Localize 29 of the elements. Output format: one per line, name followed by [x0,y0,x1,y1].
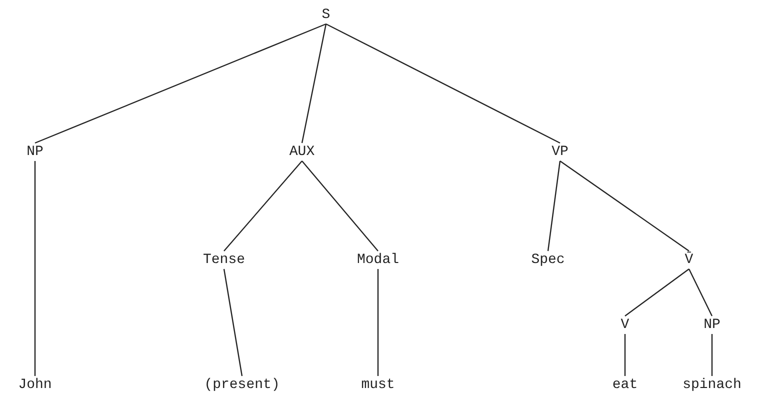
tree-node-label: NP [26,144,44,160]
tree-node-label: V̄ [684,252,694,268]
tree-node-label: V [620,317,630,333]
tree-node-label: Spec [530,252,566,268]
tree-branch-line [624,334,626,376]
tree-branch-line [624,268,690,316]
tree-branch-line [223,268,243,376]
tree-node-label: S [320,7,332,23]
tree-branch-line [301,24,327,144]
tree-branch-line [377,269,379,376]
tree-branch-line [688,268,713,316]
tree-node-label: VP [550,144,570,160]
tree-node-label: eat [611,377,639,393]
tree-branch-line [547,160,561,252]
tree-node-label: Modal [356,252,400,268]
tree-branch-line [34,161,36,376]
tree-branch-line [560,160,690,252]
tree-node-label: NP [702,317,722,333]
tree-node-label: Tense [202,252,246,268]
tree-node-label: John [17,377,53,393]
tree-branch-line [326,23,560,144]
tree-node-label: (present) [203,377,281,393]
tree-branch-line [711,334,713,376]
tree-branch-line [224,160,302,252]
tree-node-label: must [360,377,396,393]
tree-node-label: AUX [288,144,316,160]
tree-node-label: spinach [682,377,742,393]
tree-branch-line [302,160,378,252]
tree-branch-line [34,23,326,144]
